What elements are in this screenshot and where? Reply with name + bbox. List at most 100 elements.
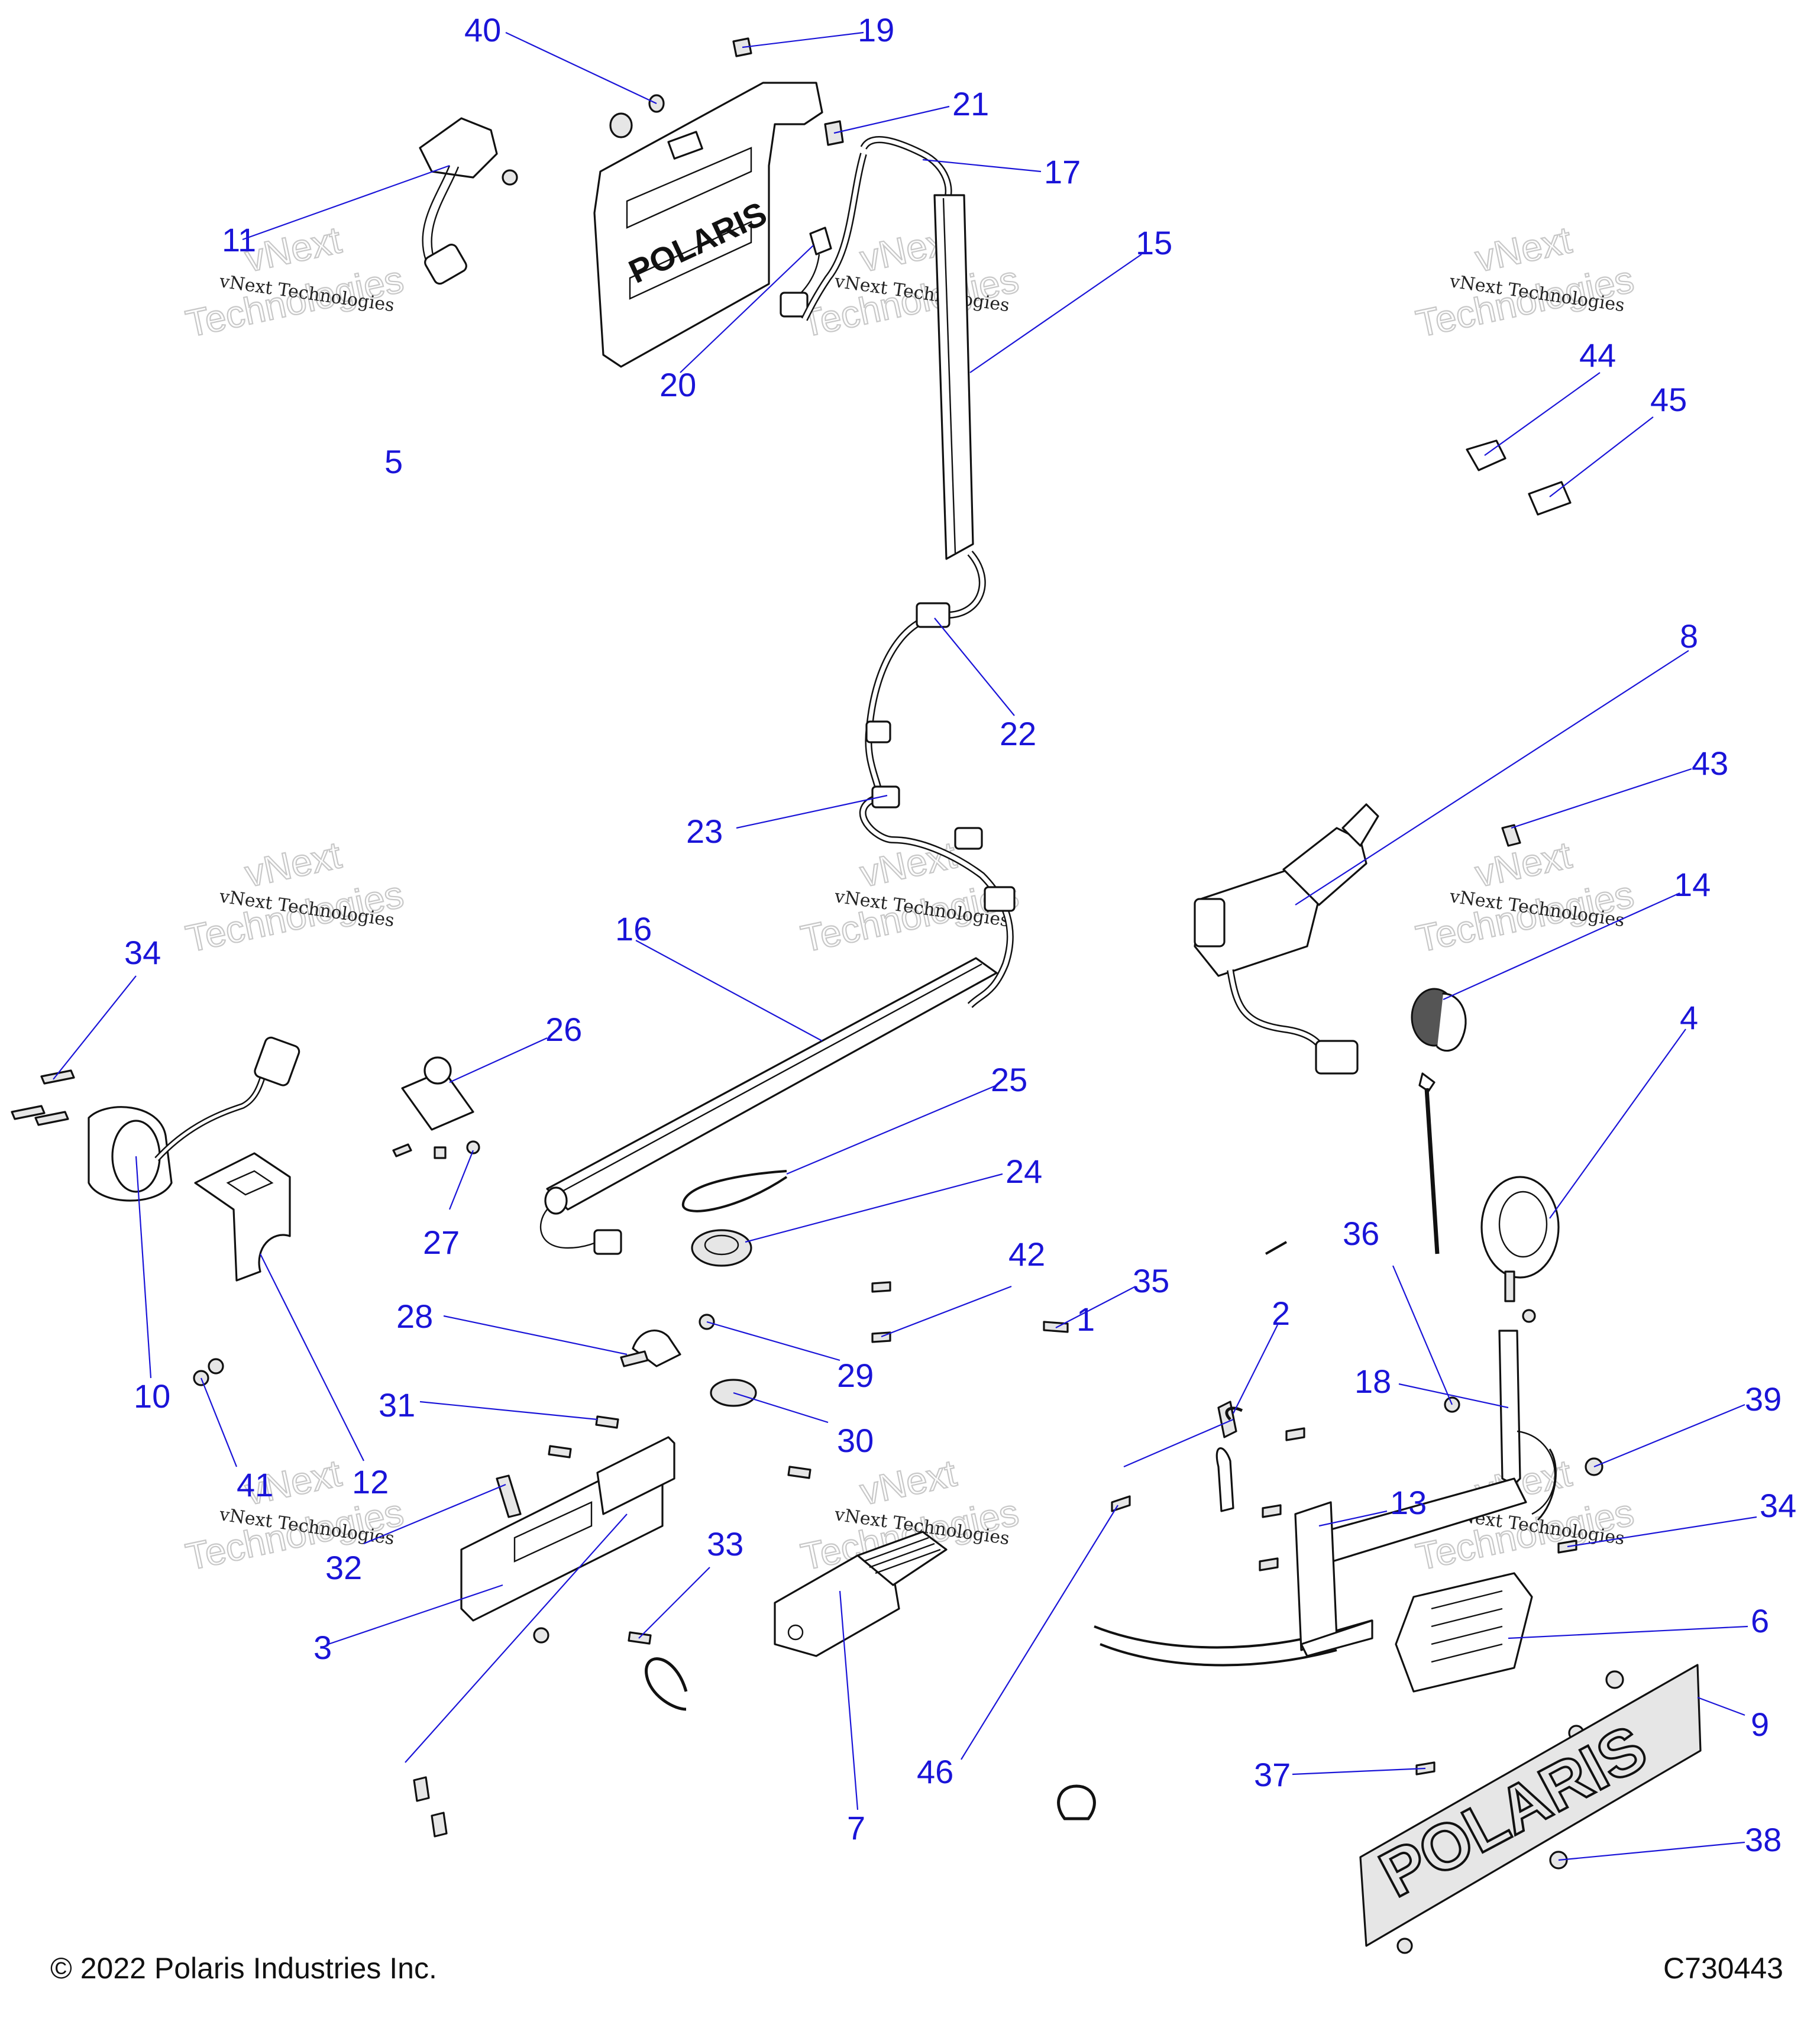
part-11-pushpin bbox=[502, 169, 518, 186]
callout-45: 45 bbox=[1650, 381, 1687, 418]
callout-34-right: 34 bbox=[1760, 1487, 1796, 1524]
callout-2: 2 bbox=[1272, 1295, 1290, 1332]
callout-28: 28 bbox=[396, 1298, 433, 1335]
part-43-clip bbox=[1501, 824, 1521, 847]
callout-21: 21 bbox=[952, 85, 989, 122]
callout-29: 29 bbox=[837, 1357, 874, 1394]
callout-37: 37 bbox=[1254, 1756, 1291, 1793]
callout-22: 22 bbox=[1000, 715, 1036, 752]
watermark-top-left: vNext Technologies vNext Technologies bbox=[182, 218, 408, 346]
callout-3: 3 bbox=[313, 1629, 332, 1666]
callout-1: 1 bbox=[1076, 1301, 1095, 1338]
part-9-logo-plate: POLARIS bbox=[1359, 1664, 1702, 1947]
part-7-module bbox=[774, 1531, 948, 1657]
watermark-large-top: vNext bbox=[241, 218, 345, 280]
part-16-conduit bbox=[539, 957, 998, 1255]
part-6-regulator bbox=[1395, 1572, 1533, 1693]
part-22-connector bbox=[916, 602, 950, 628]
part-11-connector bbox=[419, 117, 518, 285]
callout-7: 7 bbox=[847, 1809, 865, 1846]
watermark-top-center: vNext Technologies vNext Technologies bbox=[797, 218, 1023, 346]
part-1-connector bbox=[1217, 1401, 1237, 1438]
callout-34: 34 bbox=[124, 934, 161, 971]
callout-18: 18 bbox=[1354, 1363, 1391, 1400]
callout-24: 24 bbox=[1006, 1153, 1042, 1190]
watermark-mid-left: vNext Technologies vNext Technologies bbox=[182, 833, 408, 961]
callout-13: 13 bbox=[1390, 1484, 1427, 1521]
part-24-grommet bbox=[691, 1229, 752, 1267]
callout-30: 30 bbox=[837, 1422, 874, 1459]
part-25-cable-tie bbox=[681, 1170, 788, 1212]
callout-40: 40 bbox=[464, 11, 501, 48]
screw bbox=[413, 1776, 430, 1802]
part-27-nut bbox=[466, 1140, 480, 1154]
copyright-text: © 2022 Polaris Industries Inc. bbox=[50, 1952, 437, 1985]
part-12-mount-bracket bbox=[194, 1152, 291, 1282]
part-17-harness bbox=[860, 136, 952, 203]
callout-42: 42 bbox=[1008, 1236, 1045, 1273]
watermark-large-top: vNext bbox=[241, 833, 345, 895]
part-22-23-harness bbox=[859, 551, 1016, 1008]
callout-36: 36 bbox=[1343, 1215, 1379, 1252]
callout-38: 38 bbox=[1745, 1821, 1782, 1858]
callout-19: 19 bbox=[858, 11, 894, 48]
part-8-stalk-switch bbox=[1194, 803, 1379, 1075]
part-34-screw bbox=[40, 1069, 75, 1085]
part-15-conduit bbox=[933, 194, 974, 560]
part-20-sensor bbox=[780, 227, 832, 318]
part-3-bracket bbox=[460, 1436, 675, 1644]
part-18-bracket bbox=[1498, 1309, 1556, 1515]
callout-9: 9 bbox=[1751, 1706, 1769, 1743]
callout-46: 46 bbox=[917, 1753, 953, 1790]
part-13-frame bbox=[1094, 1241, 1557, 1667]
part-26-eyelet-bracket bbox=[401, 1056, 474, 1131]
part-33-cable-tie bbox=[645, 1657, 688, 1711]
part-23-connector bbox=[871, 785, 900, 808]
part-14-socket bbox=[1411, 988, 1467, 1052]
callout-31: 31 bbox=[379, 1386, 415, 1424]
part-40-spacer bbox=[609, 112, 633, 138]
callout-20: 20 bbox=[659, 366, 696, 403]
callout-15: 15 bbox=[1136, 224, 1172, 261]
callout-26: 26 bbox=[545, 1011, 582, 1048]
part-10-round-connector bbox=[11, 1036, 300, 1202]
part-46-bolt bbox=[1111, 1495, 1131, 1512]
callout-41: 41 bbox=[237, 1466, 273, 1503]
callout-35: 35 bbox=[1133, 1262, 1169, 1299]
figure-id: C730443 bbox=[1663, 1952, 1783, 1985]
part-45-clip bbox=[1528, 481, 1572, 516]
part-42-screw bbox=[871, 1281, 891, 1293]
clamp bbox=[1057, 1784, 1096, 1820]
part-28-screw bbox=[620, 1350, 649, 1367]
callout-32: 32 bbox=[325, 1549, 362, 1586]
callout-17: 17 bbox=[1044, 153, 1081, 190]
callout-8: 8 bbox=[1680, 617, 1698, 655]
part-27-pin bbox=[392, 1143, 412, 1157]
callout-43: 43 bbox=[1692, 745, 1728, 782]
watermark-large-top: vNext bbox=[1472, 218, 1575, 280]
part-4-horn bbox=[1418, 1072, 1560, 1302]
part-31-screw bbox=[595, 1415, 619, 1429]
callout-23: 23 bbox=[686, 813, 723, 850]
part-1-terminal bbox=[1215, 1447, 1234, 1512]
part-5-bracket-plate: POLARIS bbox=[593, 82, 823, 368]
callout-5: 5 bbox=[384, 443, 403, 480]
watermark-top-right: vNext Technologies vNext Technologies bbox=[1412, 218, 1638, 346]
watermark-large-top: vNext bbox=[856, 1451, 960, 1513]
callout-12: 12 bbox=[352, 1463, 389, 1500]
part-27-block bbox=[434, 1146, 447, 1159]
leader-lines bbox=[53, 31, 1757, 1861]
callout-16: 16 bbox=[615, 910, 652, 947]
watermark-group: vNext Technologies vNext Technologies vN… bbox=[182, 218, 1638, 1579]
callout-25: 25 bbox=[991, 1061, 1027, 1098]
watermark-large-top: vNext bbox=[1472, 833, 1575, 895]
callout-39: 39 bbox=[1745, 1380, 1782, 1418]
callout-11: 11 bbox=[222, 221, 256, 258]
footer: © 2022 Polaris Industries Inc. C730443 bbox=[50, 1952, 1783, 1985]
watermark-mid-right: vNext Technologies vNext Technologies bbox=[1412, 833, 1638, 961]
callout-27: 27 bbox=[423, 1224, 460, 1261]
callout-10: 10 bbox=[134, 1377, 170, 1415]
part-9-logo: POLARIS bbox=[1369, 1711, 1658, 1911]
callout-33: 33 bbox=[707, 1525, 743, 1563]
